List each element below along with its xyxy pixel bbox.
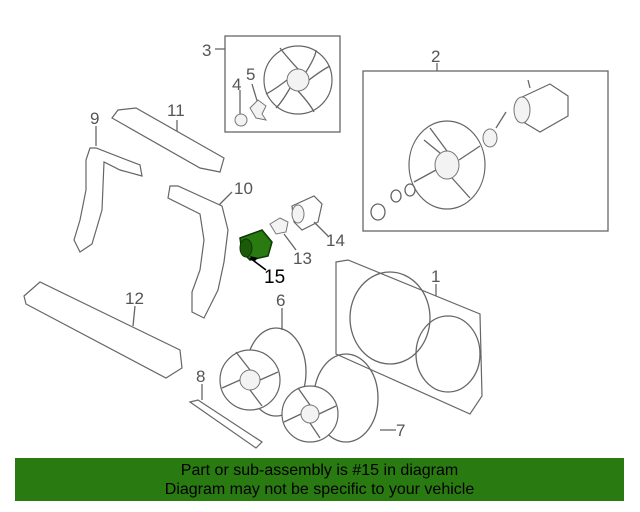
seal-8: [188, 384, 263, 449]
shroud-1: [335, 259, 483, 415]
parts-diagram: 1 2 3 4 5 6 7 8 9 10 11 12 13 14 15: [23, 35, 609, 449]
part-15-highlight: [239, 229, 273, 271]
callout-9: 9: [90, 109, 99, 128]
info-banner: Part or sub-assembly is #15 in diagram D…: [15, 458, 624, 501]
callout-15: 15: [264, 267, 285, 288]
callout-5: 5: [246, 65, 255, 84]
banner-line-1: Part or sub-assembly is #15 in diagram: [180, 462, 459, 479]
callout-4: 4: [232, 75, 241, 94]
clip-13: [269, 217, 297, 251]
banner-line-2: Diagram may not be specific to your vehi…: [164, 481, 475, 498]
callout-6: 6: [276, 291, 285, 310]
callout-12: 12: [125, 289, 144, 308]
air-guide-10: [167, 185, 233, 319]
part-group-3: [215, 35, 341, 133]
connector-14: [291, 195, 329, 237]
callout-8: 8: [196, 367, 205, 386]
callout-1: 1: [431, 267, 440, 286]
air-guide-12: [23, 281, 183, 379]
washer-5: [249, 83, 268, 121]
callout-2: 2: [431, 47, 440, 66]
fan-assembly-6: [219, 308, 307, 417]
callout-13: 13: [293, 249, 312, 268]
bracket-9: [73, 126, 143, 253]
callout-7: 7: [396, 421, 405, 440]
seals-2: [370, 183, 416, 221]
callout-10: 10: [234, 179, 253, 198]
fan-motor-2: [482, 79, 569, 148]
fan-blade-3: [263, 45, 333, 115]
callout-3: 3: [202, 41, 211, 60]
callout-11: 11: [167, 101, 185, 120]
nut-4: [234, 90, 248, 127]
fan-blade-2: [408, 120, 486, 210]
part-group-2: [362, 63, 609, 232]
fan-assembly-7: [281, 353, 396, 443]
air-guide-11: [111, 107, 225, 173]
callout-14: 14: [326, 231, 345, 250]
